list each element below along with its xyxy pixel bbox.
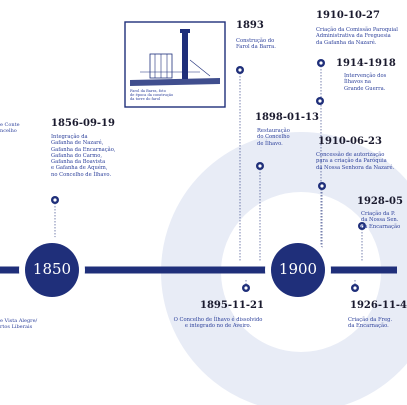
- decade-1850-node: [25, 243, 79, 297]
- lighthouse-photo: [124, 21, 226, 108]
- event-1910-06-23-date: 1910-06-23: [318, 136, 382, 147]
- event-1898-01-13-date: 1898-01-13: [255, 112, 319, 123]
- event-dots: [51, 59, 366, 292]
- event-1895-11-21-description: O Concelho de Ílhavo é dissolvido e inte…: [173, 317, 263, 330]
- photo-caption: Farol da Barra, foto de época da constru…: [130, 89, 174, 102]
- event-1898-01-13-description: Restauração do Concelho de Ílhavo.: [257, 128, 290, 147]
- event-1914-1918-description: Intervenção dos Ílhavos na Grande Guerra…: [344, 73, 387, 92]
- edge-fragment-top-left: e Conte ncelho: [0, 122, 20, 134]
- event-1856-09-19-description: Integração da Gafanha de Nazaré, Gafanha…: [51, 134, 116, 178]
- connector-lines: [54, 63, 363, 288]
- event-1910-06-23-description: Concessão de autorização para a criação …: [316, 152, 395, 171]
- event-1928-05-description: Criação da P. da Nossa Sen. da Encarnaçã…: [361, 211, 401, 230]
- event-1856-09-19-date: 1856-09-19: [51, 118, 115, 129]
- event-1910-10-27-date: 1910-10-27: [316, 10, 380, 21]
- event-1895-11-21-date: 1895-11-21: [200, 300, 264, 311]
- timeline-canvas: 1850 1900 Farol da Barra, foto de época …: [0, 10, 407, 405]
- event-1910-10-27-description: Criação da Comissão Paroquial Administra…: [316, 27, 398, 46]
- decade-1900-node: [271, 243, 325, 297]
- decade-1900-label: 1900: [278, 260, 318, 278]
- event-1926-11-4-description: Criação da Freg. da Encarnação.: [348, 317, 393, 330]
- event-1893-date: 1893: [236, 20, 264, 31]
- event-1893-description: Construção do Farol da Barra.: [236, 38, 276, 51]
- event-1928-05-date: 1928-05: [357, 196, 403, 207]
- decade-1850-label: 1850: [32, 260, 72, 278]
- event-1914-1918-date: 1914-1918: [336, 58, 396, 69]
- event-1926-11-4-date: 1926-11-4: [350, 300, 407, 311]
- timeline-graphic: [0, 21, 407, 405]
- edge-fragment-bottom-left: e Vista Alegre/ rtos Liberais: [0, 318, 38, 330]
